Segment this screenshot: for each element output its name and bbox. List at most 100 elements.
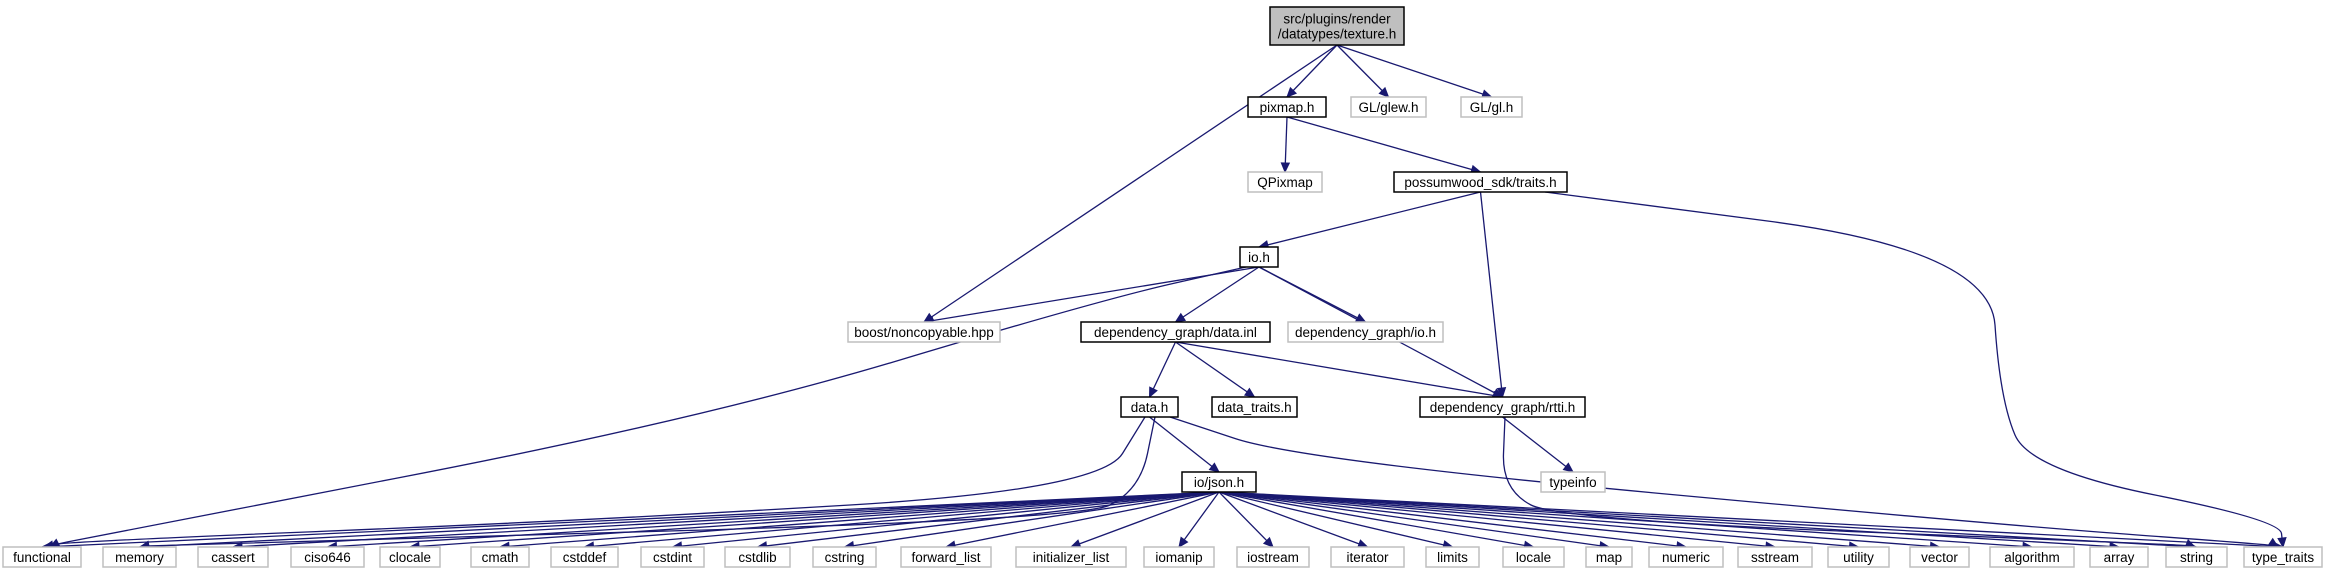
- node-label: initializer_list: [1033, 550, 1110, 565]
- node-texture[interactable]: src/plugins/render/datatypes/texture.h: [1269, 6, 1405, 46]
- edge-line: [1218, 491, 2284, 548]
- node-box: [1425, 546, 1480, 568]
- node-label: cstdlib: [738, 550, 776, 565]
- node-cstring: cstring: [812, 546, 877, 568]
- node-glew: GL/glew.h: [1350, 96, 1427, 118]
- edge-pixmap-to-qpixmap: [1280, 116, 1291, 174]
- node-io[interactable]: io.h: [1239, 246, 1279, 268]
- node-json[interactable]: io/json.h: [1181, 471, 1257, 493]
- node-box: [1143, 546, 1215, 568]
- node-box: [1502, 546, 1565, 568]
- arrowhead: [1243, 387, 1256, 398]
- node-box: [1015, 546, 1127, 568]
- node-utility: utility: [1827, 546, 1890, 568]
- node-box: [1236, 546, 1310, 568]
- node-sstream: sstream: [1737, 546, 1813, 568]
- node-box: [812, 546, 877, 568]
- node-algorithm: algorithm: [1989, 546, 2075, 568]
- edge-texture-to-pixmap: [1286, 44, 1338, 98]
- edge-json-to-utility: [1218, 491, 1860, 551]
- node-label: src/plugins/render: [1283, 12, 1391, 27]
- node-limits: limits: [1425, 546, 1480, 568]
- edge-line: [1175, 341, 1503, 398]
- edge-json-to-vector: [1218, 491, 1941, 552]
- edge-line: [1178, 491, 1220, 548]
- node-box: [1460, 96, 1523, 118]
- edge-texture-to-gl: [1336, 44, 1493, 99]
- edge-data_h-to-json: [1149, 416, 1220, 473]
- edge-line: [1336, 44, 1492, 98]
- node-label: functional: [13, 550, 71, 565]
- node-box: [1120, 396, 1179, 418]
- node-gl: GL/gl.h: [1460, 96, 1523, 118]
- node-box: [1247, 96, 1327, 118]
- node-cmath: cmath: [470, 546, 530, 568]
- node-box: [1350, 96, 1427, 118]
- edge-line: [1258, 191, 1481, 248]
- node-label: sstream: [1751, 550, 1799, 565]
- node-box: [1737, 546, 1813, 568]
- node-box: [470, 546, 530, 568]
- node-dg_io: dependency_graph/io.h: [1287, 321, 1444, 343]
- node-box: [847, 321, 1001, 343]
- node-functional: functional: [2, 546, 82, 568]
- arrowhead: [1562, 462, 1574, 473]
- edge-line: [1218, 491, 2033, 548]
- node-box: [1330, 546, 1405, 568]
- edge-line: [1218, 491, 1274, 548]
- edge-data_h-to-type_traits: [1169, 416, 2280, 548]
- node-traits[interactable]: possumwood_sdk/traits.h: [1393, 171, 1568, 193]
- edge-json-to-iomanip: [1178, 491, 1220, 548]
- node-box: [1181, 471, 1257, 493]
- node-data_traits[interactable]: data_traits.h: [1211, 396, 1298, 418]
- node-label: cstddef: [563, 550, 607, 565]
- edge-line: [499, 491, 1220, 548]
- edge-io-to-data_inl: [1174, 266, 1260, 323]
- node-data_h[interactable]: data.h: [1120, 396, 1179, 418]
- node-label: iterator: [1346, 550, 1389, 565]
- node-label: possumwood_sdk/traits.h: [1404, 175, 1556, 190]
- edge-pixmap-to-traits: [1286, 116, 1482, 174]
- edge-line: [1149, 416, 1220, 473]
- edge-traits-to-rtti: [1479, 191, 1507, 399]
- edge-line: [409, 491, 1220, 548]
- edge-line: [1218, 491, 1776, 548]
- node-type_traits: type_traits: [2243, 546, 2323, 568]
- arrowhead: [1178, 536, 1189, 548]
- node-label: vector: [1921, 550, 1958, 565]
- node-vector: vector: [1909, 546, 1970, 568]
- node-label: clocale: [389, 550, 431, 565]
- arrowhead: [1208, 462, 1220, 473]
- node-data_inl[interactable]: dependency_graph/data.inl: [1080, 321, 1271, 343]
- node-label: forward_list: [911, 550, 980, 565]
- node-iterator: iterator: [1330, 546, 1405, 568]
- node-label: dependency_graph/data.inl: [1094, 325, 1257, 340]
- edge-line: [1218, 491, 1368, 548]
- node-pixmap[interactable]: pixmap.h: [1247, 96, 1327, 118]
- node-label: ciso646: [304, 550, 351, 565]
- node-label: string: [2180, 550, 2213, 565]
- edge-line: [584, 491, 1220, 548]
- edge-line: [232, 491, 1220, 548]
- node-box: [1239, 246, 1279, 268]
- node-typeinfo: typeinfo: [1540, 471, 1606, 493]
- node-label: typeinfo: [1549, 475, 1596, 490]
- node-label: cmath: [482, 550, 519, 565]
- arrowhead: [1286, 86, 1298, 98]
- node-iomanip: iomanip: [1143, 546, 1215, 568]
- node-cstdint: cstdint: [640, 546, 705, 568]
- node-box: [1909, 546, 1970, 568]
- node-box: [2089, 546, 2149, 568]
- edge-io-to-functional: [42, 266, 1247, 550]
- edge-line: [1502, 416, 1574, 473]
- node-rtti[interactable]: dependency_graph/rtti.h: [1419, 396, 1586, 418]
- edge-data_h-to-memory: [138, 416, 1156, 550]
- edge-json-to-cstddef: [583, 491, 1220, 551]
- node-box: [900, 546, 992, 568]
- node-label: memory: [115, 550, 164, 565]
- edge-line: [1218, 491, 1687, 548]
- node-label: utility: [1843, 550, 1874, 565]
- edge-line: [844, 491, 1220, 548]
- edge-json-to-iostream: [1218, 491, 1274, 548]
